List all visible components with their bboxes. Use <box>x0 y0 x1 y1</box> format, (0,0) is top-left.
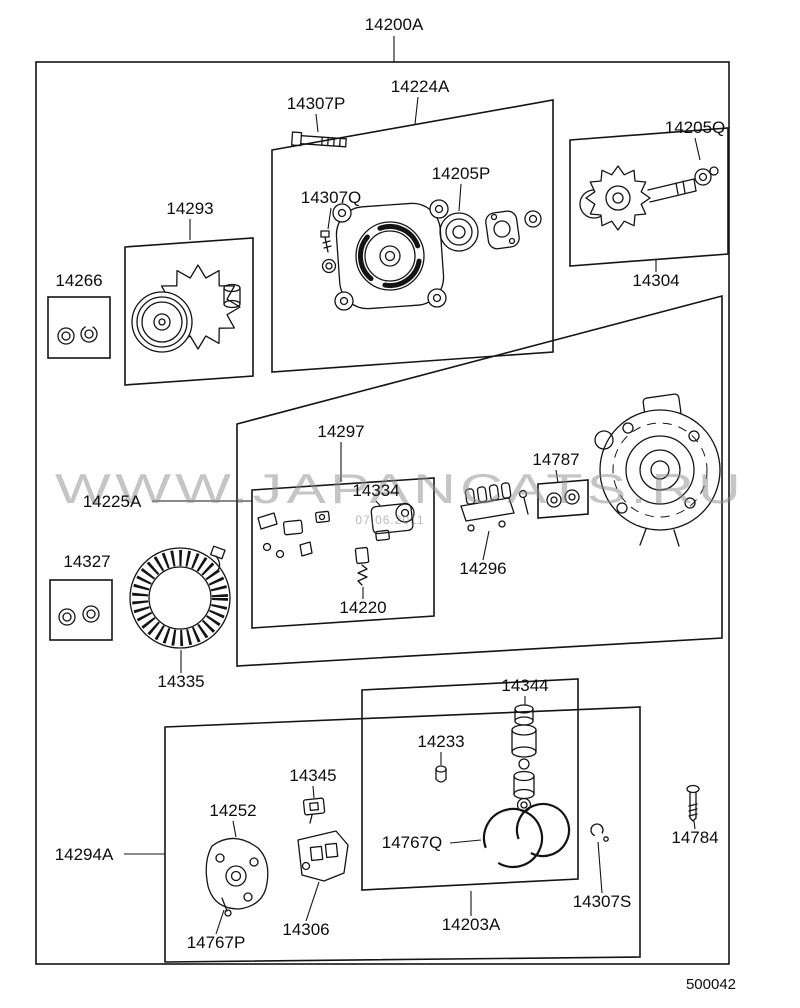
leader-14205P <box>458 183 462 212</box>
bolt-14784-drawing <box>686 784 700 822</box>
part-label-14252: 14252 <box>209 801 256 820</box>
ic-regulator-kit-drawing <box>511 704 537 813</box>
leader-14296 <box>482 530 490 561</box>
group-box-14266 <box>47 296 111 359</box>
group-box-14225A <box>236 294 723 667</box>
leader-14307P <box>315 113 319 133</box>
screw-washer-kit-drawing <box>518 479 589 519</box>
leader-14306 <box>305 881 320 922</box>
part-label-14307S: 14307S <box>573 892 632 911</box>
part-label-14233: 14233 <box>417 732 464 751</box>
group-box-14203A <box>361 678 579 891</box>
part-label-14304: 14304 <box>632 271 679 290</box>
terminal-drawing <box>302 797 326 824</box>
watermark-date: 07.06.2011 <box>355 513 424 527</box>
rear-cover-drawing <box>205 837 269 917</box>
leader-14252 <box>232 820 237 838</box>
leader-14787 <box>555 469 559 484</box>
part-label-14307P: 14307P <box>287 94 346 113</box>
leader-lines <box>124 36 701 935</box>
snap-ring-drawing <box>482 802 571 869</box>
voltage-regulator-drawing <box>370 502 415 542</box>
group-box-14293 <box>124 237 254 386</box>
group-box-14297 <box>251 477 435 629</box>
group-box-14327 <box>49 579 113 641</box>
part-label-14266: 14266 <box>55 271 102 290</box>
leader-14224A <box>414 96 419 125</box>
leader-14205Q <box>694 137 701 161</box>
pulley-fan-drawing <box>131 264 241 353</box>
group-box-14304 <box>569 127 729 267</box>
part-label-14784: 14784 <box>671 828 718 847</box>
part-label-14297: 14297 <box>317 422 364 441</box>
leader-14784 <box>693 820 696 830</box>
rear-bracket-drawing <box>594 393 721 547</box>
part-label-14327: 14327 <box>63 552 110 571</box>
drawing-number: 500042 <box>686 976 736 993</box>
part-label-14225A: 14225A <box>83 492 142 511</box>
stator-drawing <box>129 545 231 649</box>
outer-assembly-box <box>35 61 730 965</box>
part-label-14787: 14787 <box>532 450 579 469</box>
part-label-14205P: 14205P <box>432 164 491 183</box>
part-label-14293: 14293 <box>166 199 213 218</box>
leader-14345 <box>312 785 315 799</box>
part-label-14307Q: 14307Q <box>301 188 362 207</box>
part-label-14205Q: 14205Q <box>665 118 726 137</box>
part-label-14224A: 14224A <box>391 77 450 96</box>
front-bracket-drawing <box>321 199 449 311</box>
through-bolt-drawing <box>290 131 347 148</box>
plug-drawing <box>435 765 447 783</box>
part-labels: 14200A 14224A 14307P 14205Q 14205P 14307… <box>55 15 726 952</box>
part-label-14334: 14334 <box>352 481 399 500</box>
part-label-14306: 14306 <box>282 920 329 939</box>
part-label-14200A: 14200A <box>365 15 424 34</box>
bearing-kit-drawing <box>439 210 542 252</box>
brush-assembly-drawing <box>460 482 515 532</box>
part-label-14335: 14335 <box>157 672 204 691</box>
leader-14307S <box>597 841 603 894</box>
screw-14307Q-drawing <box>320 230 332 253</box>
clip-drawing <box>590 823 609 842</box>
brush-holder-parts-drawing <box>257 510 330 559</box>
part-label-14344: 14344 <box>501 676 548 695</box>
part-label-14296: 14296 <box>459 559 506 578</box>
part-label-14220: 14220 <box>339 598 386 617</box>
leader-14767Q <box>449 839 482 844</box>
brush-holder-drawing <box>297 830 349 882</box>
leader-14767P <box>215 909 225 935</box>
group-box-14224A <box>271 99 554 373</box>
group-box-14294A <box>164 706 641 963</box>
brush-spring-drawing <box>354 546 370 586</box>
leader-14307Q <box>327 207 332 230</box>
part-label-14767Q: 14767Q <box>382 833 443 852</box>
part-label-14203A: 14203A <box>442 915 501 934</box>
part-label-14345: 14345 <box>289 766 336 785</box>
part-label-14767P: 14767P <box>187 933 246 952</box>
washer-set-14327-drawing <box>58 605 100 626</box>
rotor-drawing <box>579 165 719 231</box>
watermark-text: WWW.JAPANCATS.RU <box>55 465 745 512</box>
part-label-14294A: 14294A <box>55 845 114 864</box>
washer-set-14266-drawing <box>57 325 98 345</box>
